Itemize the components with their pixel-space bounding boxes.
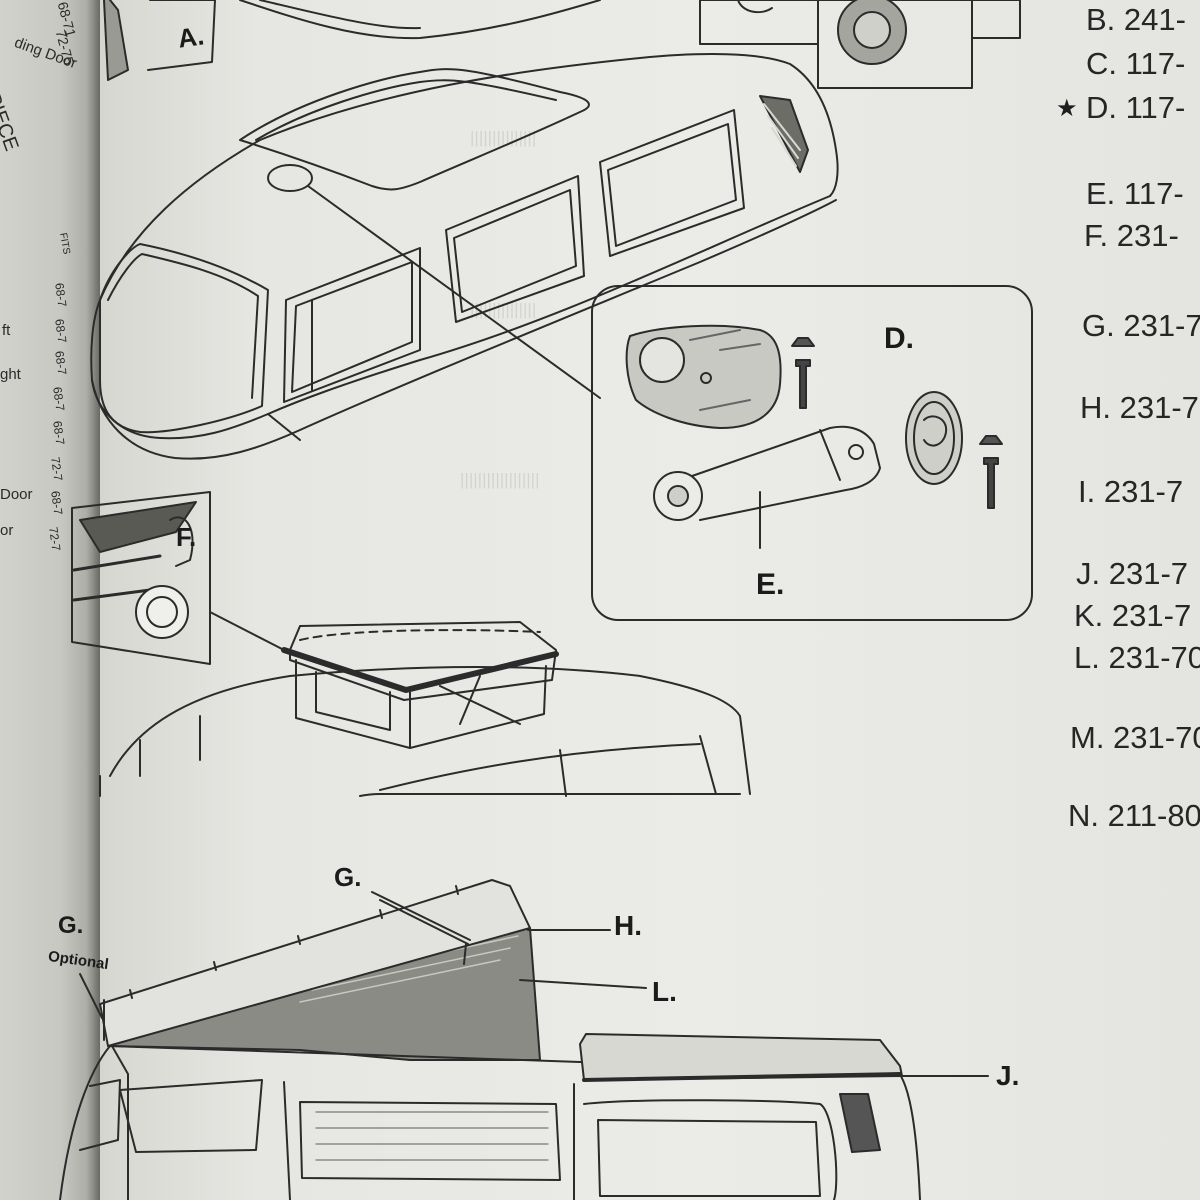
callout-d: D. — [884, 322, 914, 355]
callout-g-left: G. — [58, 912, 84, 939]
left-page-right: ght — [0, 366, 21, 383]
part-item-l: L. 231-70 — [1074, 640, 1200, 675]
latch-detail-inset — [591, 285, 1033, 621]
left-page-or: or — [0, 522, 14, 539]
bus-roof-illustration — [90, 53, 839, 460]
callout-a: A. — [175, 20, 206, 54]
bleed-through-text: |||||||||||||||||| — [460, 470, 540, 489]
callout-g-top: G. — [334, 862, 362, 892]
page-gutter-shadow — [86, 0, 100, 1200]
part-item-c: C. 117- — [1086, 46, 1186, 81]
part-item-k: K. 231-7 — [1074, 598, 1192, 633]
part-item-i: I. 231-7 — [1078, 474, 1184, 509]
seal-detail-inset — [71, 491, 285, 665]
top-partial-illustration — [103, 0, 1021, 89]
left-page-left: ft — [2, 322, 11, 339]
star-icon: ★ — [1056, 95, 1078, 122]
part-item-n: N. 211-80 — [1068, 798, 1200, 833]
callout-j: J. — [996, 1060, 1020, 1091]
callout-h: H. — [614, 910, 642, 941]
parts-list: B. 241- C. 117- ★ D. 117- E. 117- F. 231… — [1040, 0, 1200, 1200]
part-item-j: J. 231-7 — [1076, 556, 1189, 591]
callout-f: F. — [176, 522, 197, 552]
bleed-through-text: ||||||||||||||| — [470, 300, 537, 319]
callout-l: L. — [652, 976, 677, 1007]
left-page-door: Door — [0, 486, 33, 503]
callout-e: E. — [756, 568, 785, 601]
bleed-through-text: ||||||||||||||| — [470, 128, 537, 147]
poptop-illustration — [99, 621, 751, 797]
part-item-m: M. 231-70 — [1070, 720, 1200, 755]
part-item-f: F. 231- — [1084, 218, 1179, 253]
poptop-raised-illustration — [59, 879, 989, 1200]
part-item-g: G. 231-7 — [1082, 308, 1200, 343]
part-item-e: E. 117- — [1086, 176, 1184, 211]
part-item-h: H. 231-7 — [1080, 390, 1199, 425]
part-item-b: B. 241- — [1086, 2, 1186, 37]
part-item-d: D. 117- — [1086, 90, 1186, 125]
